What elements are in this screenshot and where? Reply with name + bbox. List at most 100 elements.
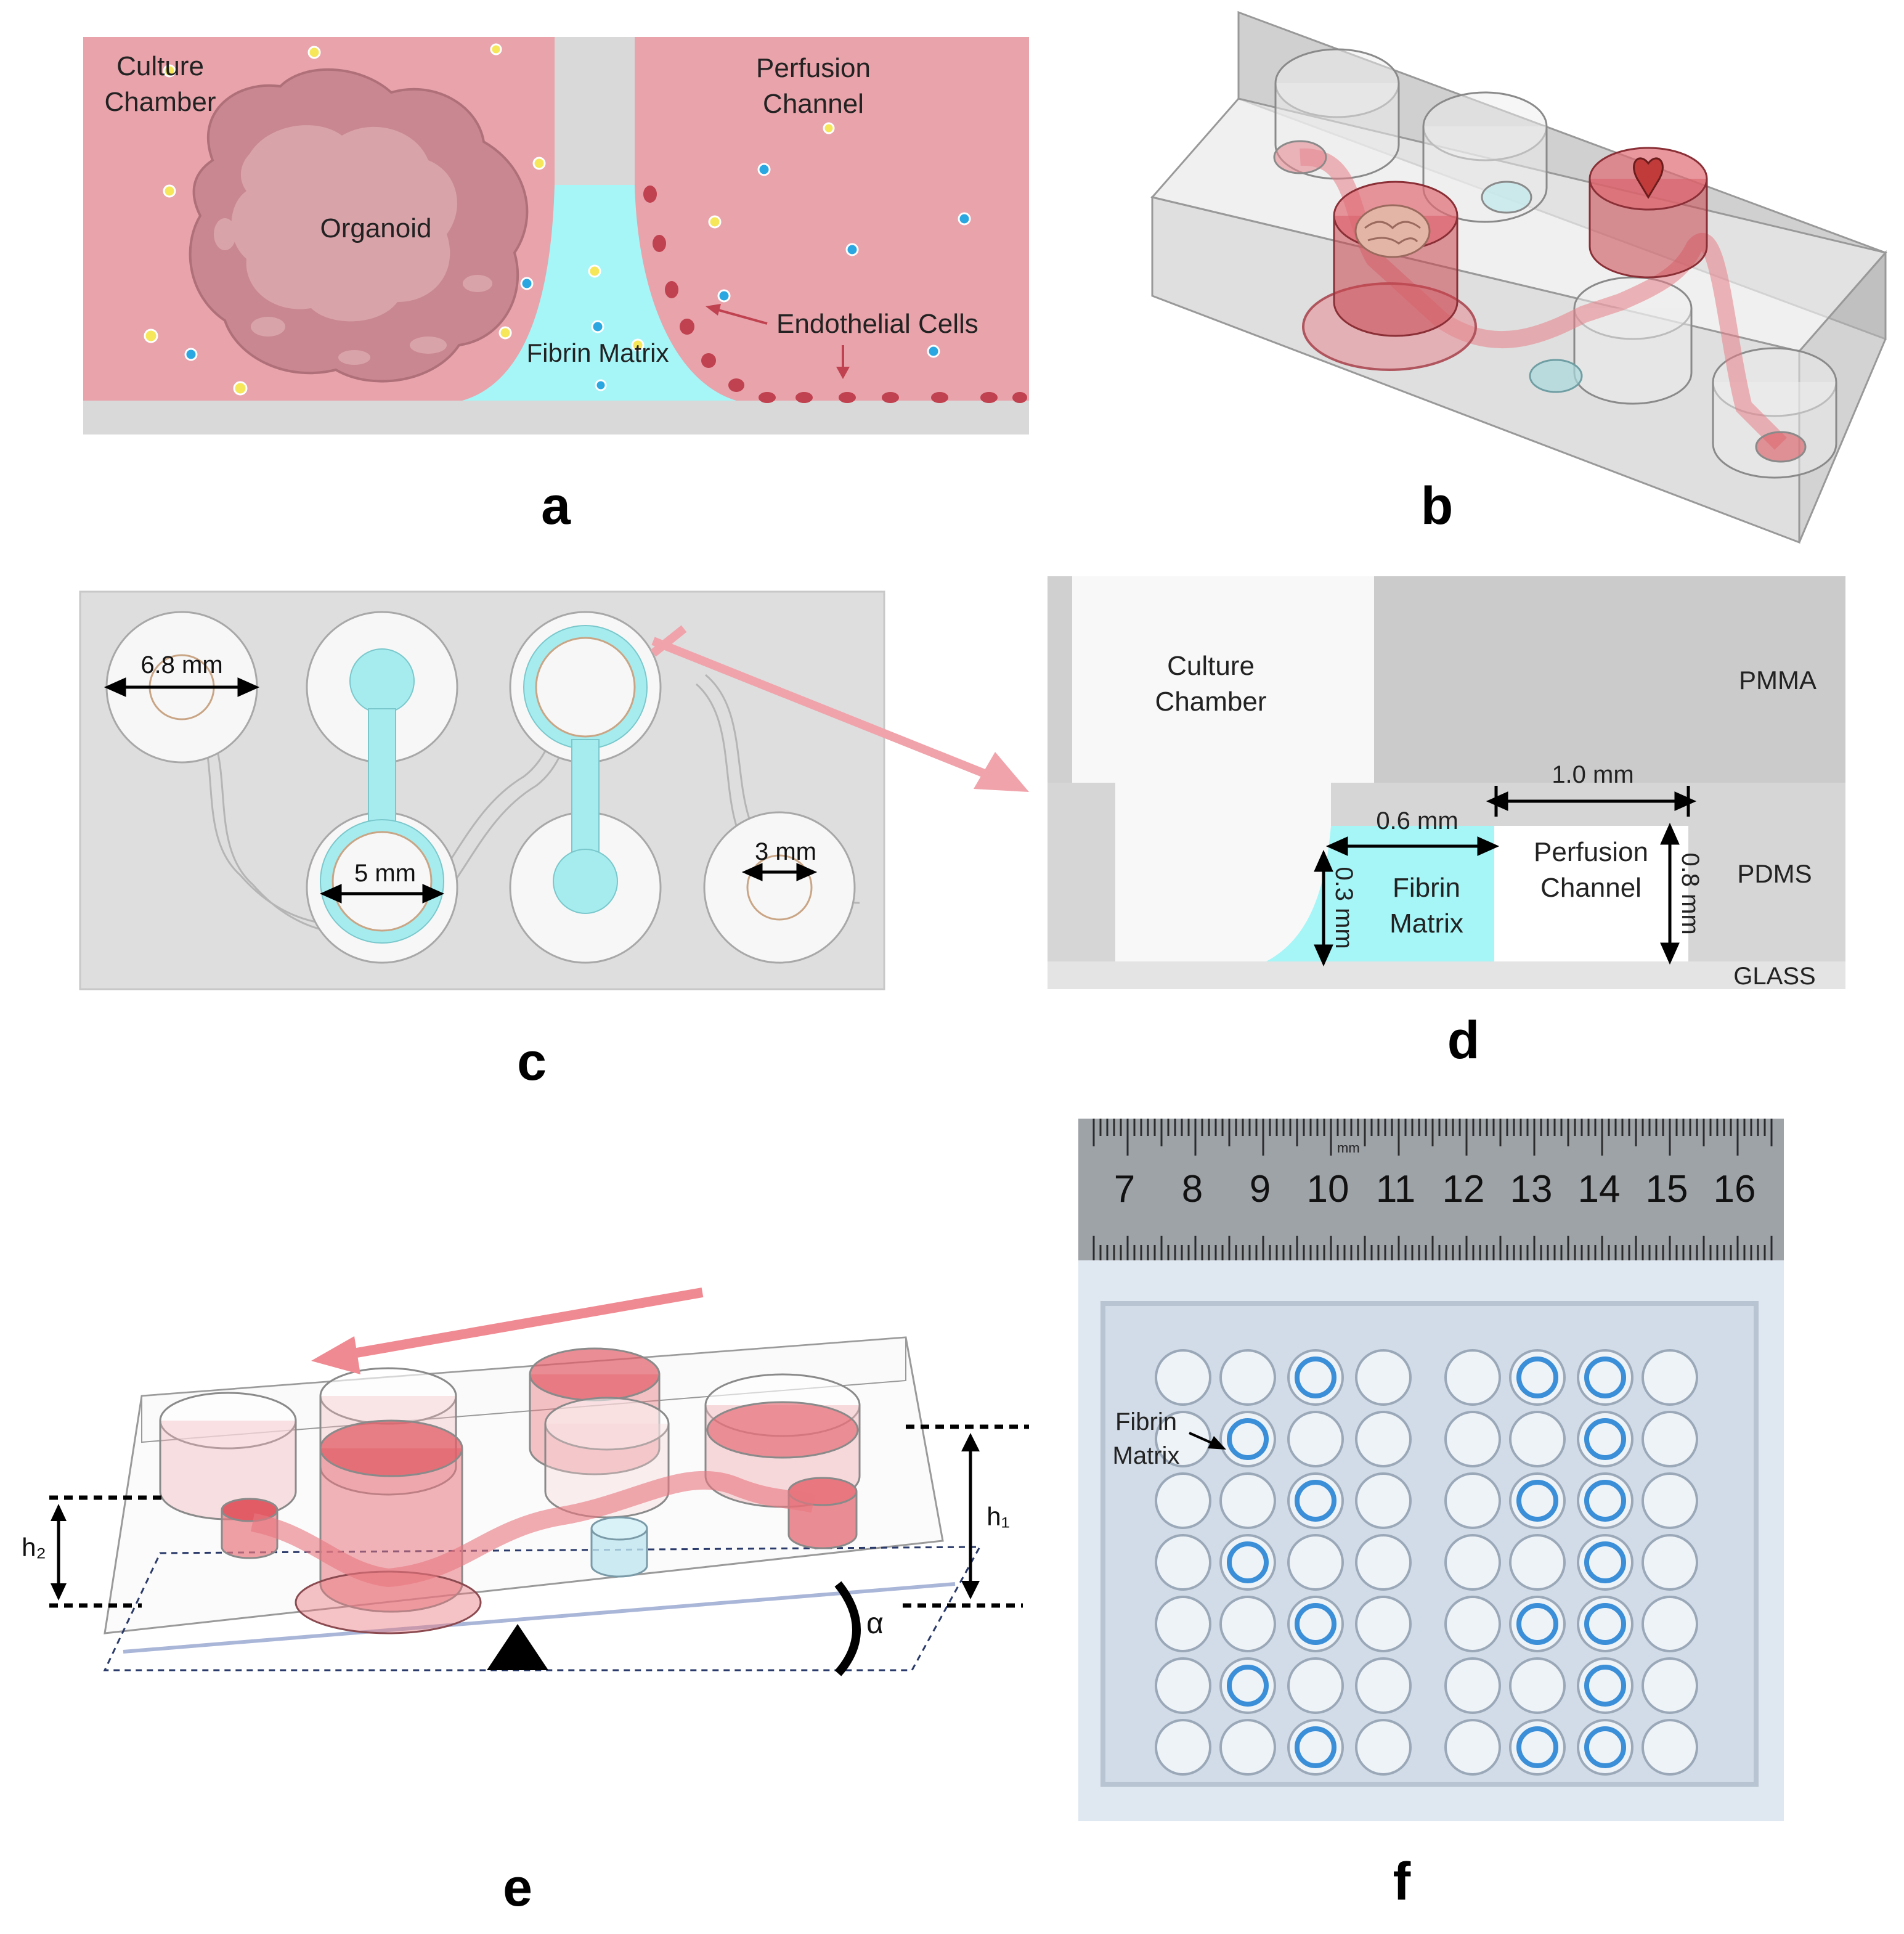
pmma-label: PMMA [1739,666,1817,695]
chip-well [1155,1534,1211,1591]
fibrin-matrix-line2: Matrix [1113,1442,1180,1469]
fibrin-ring [1584,1665,1626,1707]
chip-well [1444,1596,1501,1652]
chip-well [1642,1472,1698,1529]
panel-e: h₁ h₂ α [18,1263,1029,1695]
chip-well [1642,1596,1698,1652]
h2-dimension [49,1495,166,1608]
h2-label: h₂ [22,1533,46,1562]
pmma-left-wall [1048,576,1072,783]
fibrin-matrix-line1: Fibrin [1115,1408,1177,1435]
perfusion-channel-line2: Channel [763,89,864,119]
glass-label: GLASS [1733,963,1815,990]
organoid-label: Organoid [320,213,431,243]
chip-well [1642,1657,1698,1714]
fibrin-ring [1227,1665,1269,1707]
fibrin-ring [1584,1357,1626,1398]
ruler-number: 9 [1250,1168,1271,1210]
chip-well [1509,1657,1566,1714]
ruler-number: 12 [1442,1168,1485,1210]
dimension-arrows [104,677,818,904]
ruler-number: 14 [1578,1168,1621,1210]
panel-b [1150,10,1892,549]
inner-ring-top [535,637,636,738]
endothelial-cells-label: Endothelial Cells [776,309,978,339]
pdms-top [1331,783,1845,826]
base-plane [103,1546,982,1671]
panel-d-letter: d [1447,1011,1480,1070]
chip-well [1219,1349,1276,1406]
panel-d-diagram: Culture Chamber PMMA PDMS GLASS Fibrin M… [1048,576,1845,990]
fibrin-ring [1516,1603,1558,1645]
ruler-number: 7 [1114,1168,1135,1210]
chip-well [1444,1411,1501,1467]
panel-f-letter: f [1393,1852,1411,1911]
chip-well [1509,1411,1566,1467]
culture-chamber-line1: Culture [1167,651,1255,681]
box-side-face [1798,250,1887,543]
chip-well [1219,1596,1276,1652]
ruler-number: 15 [1646,1168,1688,1210]
chip-well [1355,1657,1412,1714]
small-well-cyan-1 [1481,181,1532,214]
panel-a-diagram: Culture Chamber Perfusion Channel Organo… [83,37,1029,435]
fibrin-ring [1584,1726,1626,1768]
perfusion-channel-shape [1494,826,1688,961]
glass-substrate [83,401,1029,435]
chip-well [1642,1349,1698,1406]
panel-a-letter: a [541,476,571,536]
ruler-ticks [1092,1119,1773,1260]
dim-outer-label: 6.8 mm [140,651,222,679]
pdms-label: PDMS [1737,859,1812,888]
glass-layer [1048,961,1845,989]
endothelial-cells [643,186,1027,403]
h1-arrowhead-top [961,1433,980,1451]
pdms-right [1688,826,1845,961]
fibrin-matrix-label: Fibrin Matrix [526,338,669,367]
h1-arrowhead-bottom [961,1581,980,1599]
fibrin-ring [1584,1480,1626,1522]
perfusion-channel-line1: Perfusion [756,53,871,83]
e-channel-path [250,1471,816,1588]
chip-well [1509,1534,1566,1591]
panel-c: 6.8 mm 5 mm 3 mm [79,590,887,992]
fibrin-ring [1295,1480,1336,1522]
fibrin-ring [1227,1541,1269,1583]
chip-well [1642,1534,1698,1591]
chip-well [1219,1719,1276,1776]
chip-well [1155,1349,1211,1406]
fibrin-matrix-region [462,185,736,401]
fibrin-matrix-line1: Fibrin [1393,873,1460,903]
small-well-cyan-2 [1529,359,1583,393]
pmma-layer [1374,576,1845,783]
chip-well [1287,1534,1344,1591]
dim-fibrin-width: 0.6 mm [1376,807,1458,834]
perfusion-channel-line2: Channel [1540,873,1642,903]
culture-chamber-line2: Chamber [1155,687,1267,717]
pdms-left [1048,783,1115,961]
pdms-post [555,37,635,185]
ruler-number: 13 [1510,1168,1553,1210]
endothelial-arrow-1 [711,307,768,325]
small-well-pink-1 [1273,140,1327,174]
ruler-number: 11 [1376,1168,1415,1210]
fibrin-matrix-shape [1266,826,1559,961]
chip-well [1355,1349,1412,1406]
fibrin-ring [1295,1603,1336,1645]
brain-icon [1354,204,1431,258]
organoid-shape [189,68,529,383]
inner-ring-mid [332,831,433,932]
panel-e-letter: e [503,1858,532,1917]
fibrin-pointer-head [1208,1436,1226,1450]
chip-bottom-edge [123,1582,956,1654]
fibrin-ring [1516,1357,1558,1398]
blue-particles [184,163,971,391]
heart-icon [1633,157,1664,199]
panel-c-diagram: 6.8 mm 5 mm 3 mm [79,590,885,990]
fibrin-ring [1295,1726,1336,1768]
e-wells [159,1347,861,1634]
chip-well [1155,1596,1211,1652]
